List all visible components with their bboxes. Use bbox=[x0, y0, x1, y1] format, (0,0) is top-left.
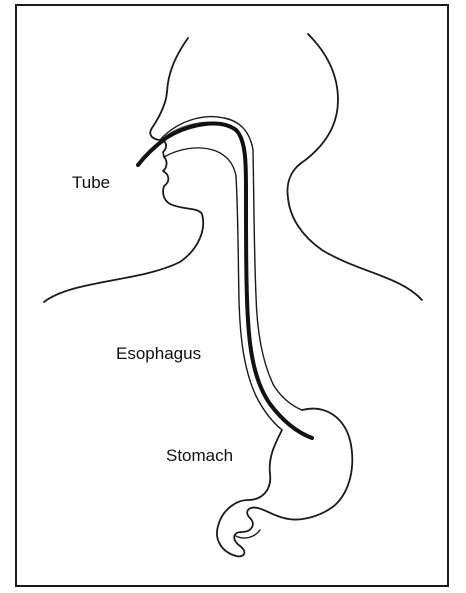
stomach-outline bbox=[217, 409, 352, 557]
label-stomach: Stomach bbox=[166, 447, 233, 464]
feeding-tube-inner-highlight bbox=[238, 140, 243, 240]
label-tube: Tube bbox=[72, 174, 110, 191]
head-back-outline bbox=[288, 34, 423, 300]
tongue-outline bbox=[164, 148, 236, 176]
esophagus-right-wall bbox=[253, 150, 302, 410]
head-profile-outline bbox=[44, 38, 203, 302]
label-esophagus: Esophagus bbox=[116, 345, 201, 362]
